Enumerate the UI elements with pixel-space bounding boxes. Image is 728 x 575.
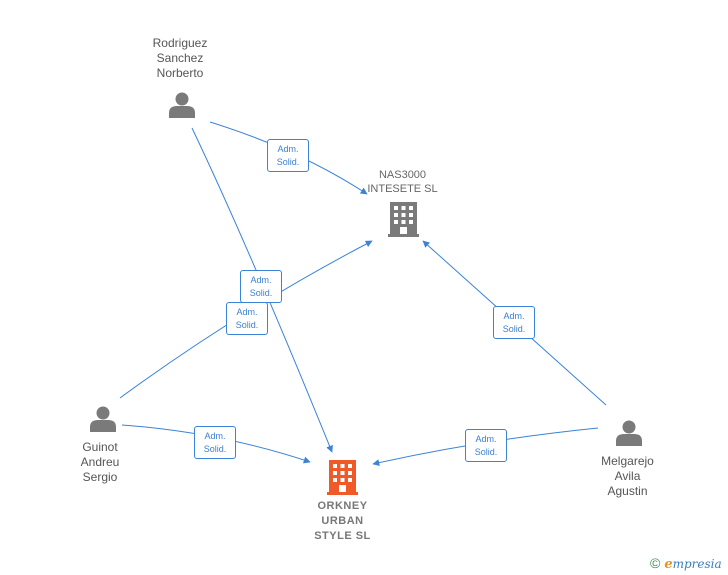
person-label-guinot[interactable]: Guinot Andreu Sergio bbox=[80, 440, 120, 484]
copyright-symbol: © bbox=[650, 555, 661, 571]
person-label-melgarejo[interactable]: Melgarejo Avila Agustin bbox=[601, 454, 654, 498]
edge-label[interactable]: Adm. Solid. bbox=[465, 429, 507, 462]
brand-logo-letter: e bbox=[664, 557, 673, 572]
brand-logo-text: mpresia bbox=[672, 557, 722, 571]
brand-watermark: ©empresia bbox=[650, 555, 722, 573]
edge-label[interactable]: Adm. Solid. bbox=[493, 306, 535, 339]
edge-label[interactable]: Adm. Solid. bbox=[267, 139, 309, 172]
edge-label[interactable]: Adm. Solid. bbox=[240, 270, 282, 303]
building-icon[interactable] bbox=[327, 460, 358, 495]
person-icon[interactable] bbox=[169, 92, 195, 119]
person-label-rodriguez[interactable]: Rodriguez Sanchez Norberto bbox=[152, 36, 208, 80]
edge-label[interactable]: Adm. Solid. bbox=[194, 426, 236, 459]
person-icon[interactable] bbox=[90, 406, 116, 433]
company-label-orkney[interactable]: ORKNEY URBAN STYLE SL bbox=[314, 500, 371, 542]
building-icon[interactable] bbox=[388, 202, 419, 237]
edge-label[interactable]: Adm. Solid. bbox=[226, 302, 268, 335]
company-label-nas3000[interactable]: NAS3000 INTESETE SL bbox=[367, 169, 438, 195]
person-icon[interactable] bbox=[616, 420, 642, 447]
